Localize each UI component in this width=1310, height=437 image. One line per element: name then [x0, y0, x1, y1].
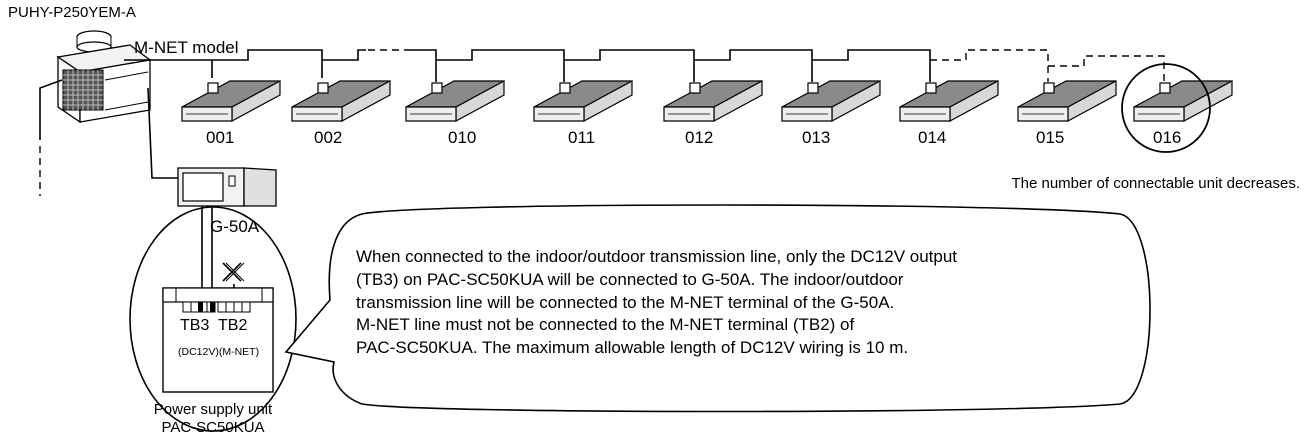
callout-line: When connected to the indoor/outdoor tra…: [356, 247, 958, 266]
indoor-unit-icon-010: [405, 79, 505, 123]
indoor-unit-icon-011: [533, 79, 633, 123]
controller-label: G-50A: [210, 217, 260, 236]
indoor-unit-label: 014: [918, 128, 946, 147]
indoor-unit-icon-002: [291, 79, 391, 123]
power-supply-unit-icon: [162, 287, 274, 393]
indoor-unit-label: 002: [314, 128, 342, 147]
indoor-unit-icon-015: [1017, 79, 1117, 123]
indoor-unit-label: 013: [802, 128, 830, 147]
highlight-circle-016: [1121, 63, 1211, 153]
callout-line: (TB3) on PAC-SC50KUA will be connected t…: [356, 269, 904, 289]
indoor-unit-label: 015: [1036, 128, 1064, 147]
mnet-trunk-dashed: [930, 49, 1165, 82]
decrease-note: The number of connectable unit decreases…: [1011, 175, 1300, 192]
indoor-unit-label: 011: [568, 128, 595, 147]
terminal-sublabel: (DC12V)(M-NET): [178, 346, 259, 358]
mnet-line-to-controller: [147, 87, 178, 179]
indoor-unit-label: 010: [448, 128, 476, 147]
outdoor-unit-icon: [56, 30, 152, 124]
indoor-unit-icon-016: [1133, 79, 1233, 123]
power-supply-caption: Power supply unit: [154, 401, 273, 418]
mnet-model-label: M-NET model: [134, 38, 239, 57]
indoor-unit-label: 001: [206, 128, 234, 147]
callout-line: transmission line will be connected to t…: [356, 292, 895, 312]
terminal-tb3-label: TB3: [180, 317, 209, 334]
callout-text: When connected to the indoor/outdoor tra…: [356, 246, 1146, 360]
callout-balloon: [284, 204, 1151, 413]
mnet-trunk-line: [124, 49, 931, 82]
terminal-tb2-label: TB2: [218, 317, 247, 334]
outdoor-unit-model: PUHY-P250YEM-A: [8, 4, 136, 21]
indoor-unit-icon-013: [781, 79, 881, 123]
callout-line: M-NET line must not be connected to the …: [356, 315, 855, 335]
callout-line: PAC-SC50KUA. The maximum allowable lengt…: [356, 338, 909, 358]
indoor-unit-label: 016: [1153, 128, 1181, 147]
detail-ellipse: [129, 206, 297, 432]
outdoor-left-line: [39, 79, 63, 140]
power-supply-model: PAC-SC50KUA: [161, 419, 264, 436]
controller-g50a-icon: [177, 167, 277, 207]
indoor-unit-icon-014: [899, 79, 999, 123]
prohibited-x-icon: [222, 262, 245, 282]
indoor-unit-icon-012: [663, 79, 763, 123]
indoor-unit-icon-001: [181, 79, 281, 123]
indoor-unit-label: 012: [685, 128, 713, 147]
